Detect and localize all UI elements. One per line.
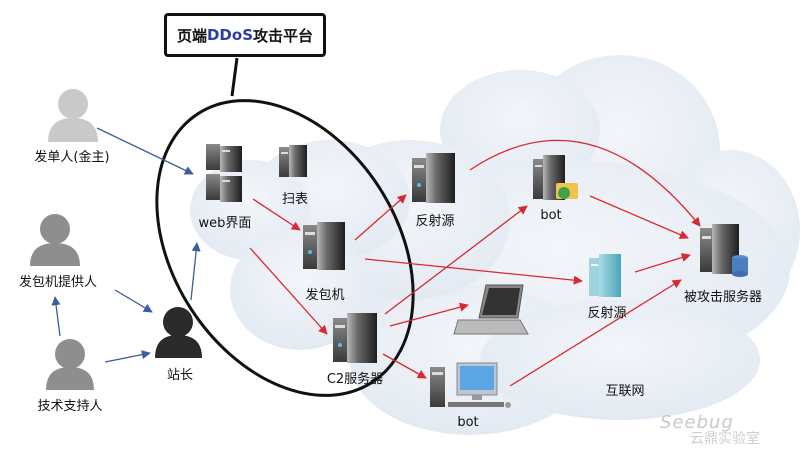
edge-reflector2-victim [634, 253, 691, 273]
edge-sender-reflector2 [364, 258, 583, 285]
title-highlight: DDoS [206, 26, 253, 44]
node-label-scan: 扫表 [281, 192, 309, 207]
server-icon-c2 [333, 313, 377, 363]
edge-c2-bot2 [382, 353, 427, 379]
edge-c2-laptop [389, 302, 469, 327]
edge-techsupport-admin [104, 350, 151, 363]
node-label-victim: 被攻击服务器 [683, 290, 763, 305]
server-with-folder-icon-bot1 [533, 155, 578, 200]
person-icon-bot-provider [30, 214, 80, 266]
server-icon-sender [303, 222, 345, 270]
laptop-icon [453, 284, 529, 335]
edge-bot1-victim [589, 195, 689, 239]
edge-buyer-web [96, 127, 194, 175]
edge-botprovider-admin [114, 289, 153, 313]
actor-label-bot-provider: 发包机提供人 [18, 275, 98, 290]
edge-bot2-victim [509, 279, 682, 387]
person-icon-tech-support [46, 339, 94, 390]
person-icon-buyer [48, 89, 98, 142]
internet-label: 互联网 [605, 384, 645, 399]
person-icon-admin [155, 307, 202, 358]
watermark-sub: 云鼎实验室 [690, 431, 760, 447]
title-connector-line [230, 57, 239, 97]
edge-web-c2 [249, 247, 328, 335]
node-label-bot1: bot [540, 208, 562, 223]
edge-admin-web [190, 242, 201, 301]
title-prefix: 页端 [176, 26, 207, 45]
server-with-database-icon-victim [700, 224, 748, 277]
platform-boundary-ellipse [155, 99, 415, 397]
title-suffix: 攻击平台 [253, 26, 314, 45]
watermark-logo: Seebug [660, 412, 734, 433]
actor-label-buyer: 发单人(金主) [34, 150, 110, 165]
server-icon-cyan-reflector2 [589, 254, 621, 297]
edge-reflector1-victim [469, 139, 701, 227]
server-icon-reflector1 [412, 153, 455, 203]
server-icon-scan [279, 145, 307, 177]
actor-label-tech-support: 技术支持人 [37, 399, 103, 414]
actor-label-admin: 站长 [166, 368, 194, 383]
node-label-sender: 发包机 [305, 288, 345, 303]
node-label-reflector1: 反射源 [415, 214, 455, 229]
node-label-c2: C2服务器 [326, 372, 384, 387]
edge-sender-reflector1 [354, 194, 407, 241]
desktop-pc-icon-bot2 [430, 362, 511, 408]
edge-c2-bot1 [384, 205, 528, 315]
server-cluster-icon [206, 144, 242, 202]
node-label-bot2: bot [457, 415, 479, 430]
node-label-reflector2: 反射源 [587, 306, 627, 321]
node-label-web: web界面 [198, 216, 252, 231]
edge-web-sender [252, 198, 301, 231]
edge-techsupport-botprovider [51, 296, 61, 337]
